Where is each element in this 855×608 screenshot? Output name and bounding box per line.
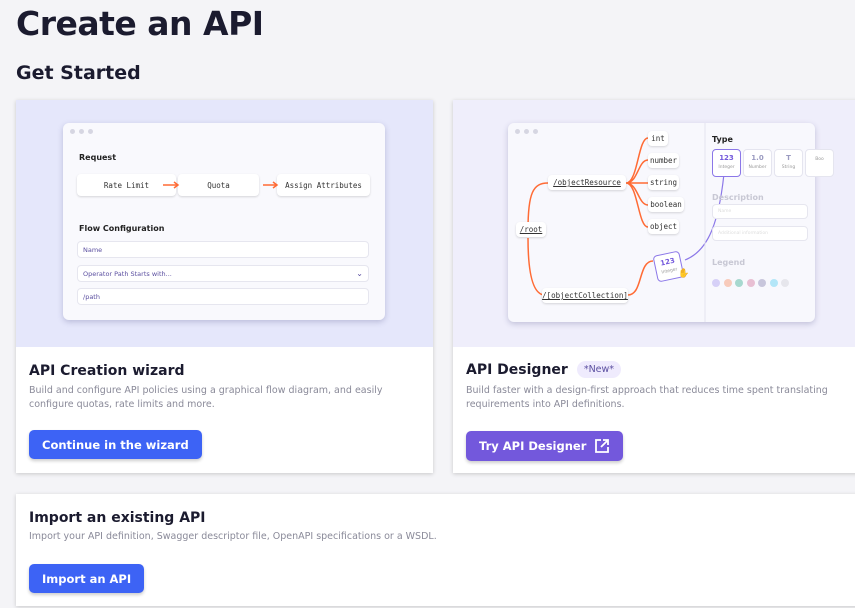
type-label: Type [712, 135, 733, 144]
designer-title-row: API Designer *New* [466, 361, 622, 378]
import-description: Import your API definition, Swagger desc… [29, 531, 437, 542]
legend-label: Legend [712, 258, 746, 267]
type-node: object [648, 219, 679, 234]
type-card-boolean: Boo [805, 149, 834, 177]
page-title: Create an API [16, 4, 264, 43]
wizard-title: API Creation wizard [29, 363, 185, 379]
description-label: Description [712, 193, 764, 202]
window-dots [70, 129, 93, 134]
grab-hand-icon: ✋ [678, 269, 690, 279]
legend-color-dot [735, 279, 743, 287]
desc-info-field: Additional information [712, 226, 808, 241]
designer-card: /root /objectResource /[objectCollection… [453, 100, 855, 473]
legend-color-dot [723, 279, 732, 287]
type-node: boolean [648, 197, 684, 212]
external-link-icon [595, 439, 610, 453]
operator-select: Operator Path Starts with... ⌄ [77, 265, 369, 282]
flow-arrows [163, 181, 279, 189]
chevron-down-icon: ⌄ [356, 269, 363, 278]
legend-color-dot [746, 279, 755, 287]
root-node: /root [516, 222, 546, 237]
section-title: Get Started [16, 62, 141, 84]
new-badge: *New* [576, 361, 622, 378]
flow-config-label: Flow Configuration [79, 224, 165, 233]
request-label: Request [79, 153, 117, 162]
step-box: Rate Limit [77, 174, 176, 196]
continue-wizard-button[interactable]: Continue in the wizard [29, 430, 202, 459]
legend-color-dot [758, 279, 766, 287]
try-api-designer-label: Try API Designer [479, 439, 587, 453]
designer-illustration: /root /objectResource /[objectCollection… [453, 100, 855, 347]
designer-description: Build faster with a design-first approac… [466, 385, 828, 410]
type-node: int [648, 131, 668, 146]
import-title: Import an existing API [29, 510, 206, 526]
path-field: /path [77, 288, 369, 305]
legend-color-dot [769, 279, 778, 287]
wizard-card: Request Rate Limit Quota Assign Attribut… [16, 100, 433, 473]
import-card: Import an existing API Import your API d… [16, 494, 855, 606]
window-dots [515, 129, 538, 134]
type-node: string [648, 175, 679, 190]
operator-select-value: Operator Path Starts with... [83, 269, 172, 278]
collection-node: /[objectCollection] [542, 288, 628, 303]
legend-color-dot [781, 279, 789, 287]
import-api-button[interactable]: Import an API [29, 564, 145, 593]
legend-color-dot [712, 279, 720, 287]
wizard-illustration: Request Rate Limit Quota Assign Attribut… [16, 100, 433, 347]
legend-swatches [712, 272, 793, 291]
step-box: Quota [178, 174, 259, 196]
desc-name-field: Name [712, 204, 808, 219]
tree-connectors [527, 123, 726, 322]
wizard-description: Build and configure API policies using a… [29, 385, 383, 410]
try-api-designer-button[interactable]: Try API Designer [466, 431, 624, 461]
name-field: Name [77, 241, 369, 258]
resource-node: /objectResource [548, 175, 626, 190]
designer-title: API Designer [466, 361, 568, 378]
step-box: Assign Attributes [277, 174, 370, 196]
type-node: number [648, 153, 679, 168]
